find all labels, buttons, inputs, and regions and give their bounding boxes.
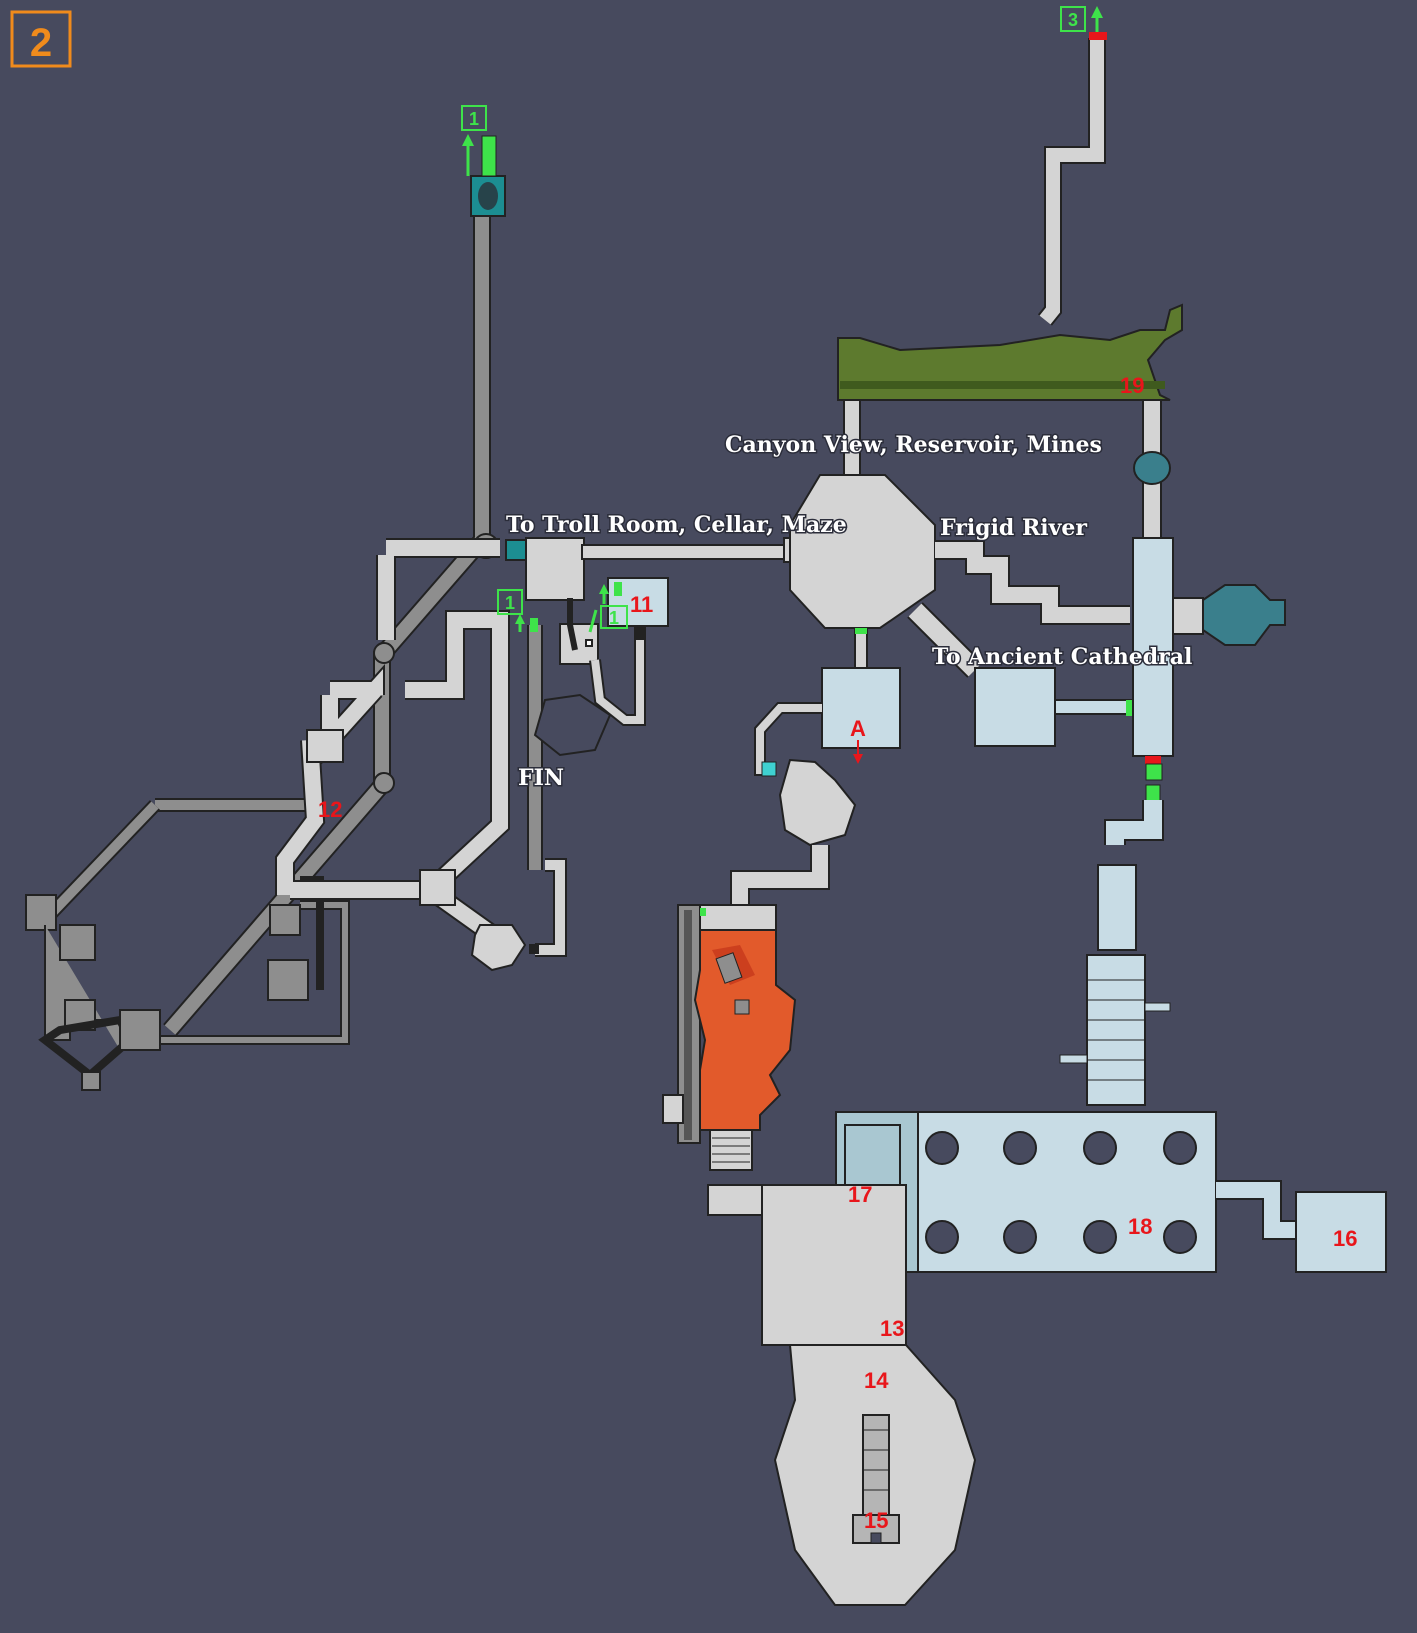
octagon-hub [789, 390, 1130, 678]
room-12-label: 12 [318, 797, 342, 822]
room-a: A [754, 667, 901, 777]
label-fin: FIN [518, 765, 564, 791]
exit-mid-number: 1 [505, 593, 515, 613]
level-number: 2 [30, 21, 52, 65]
room-19-label: 19 [1120, 373, 1144, 398]
cave-passage [730, 758, 857, 910]
room-14-label: 14 [864, 1368, 889, 1393]
room-15-label: 15 [864, 1508, 888, 1533]
north-east-tunnel [1037, 6, 1107, 326]
room-18-label: 18 [1128, 1214, 1152, 1239]
exit-marker-mid: 1 [497, 589, 538, 632]
label-ancient-cathedral: To Ancient Cathedral [932, 644, 1192, 670]
area-a-label: A [850, 716, 866, 741]
room-17-label: 17 [848, 1182, 872, 1207]
room-11-label: 11 [630, 592, 653, 617]
label-frigid-river: Frigid River [940, 515, 1087, 541]
lava-chamber [662, 904, 797, 1171]
room-13-label: 13 [880, 1316, 904, 1341]
exit-marker-top-right: 3 [1060, 6, 1086, 32]
label-troll-room: To Troll Room, Cellar, Maze [506, 512, 847, 538]
west-rooms [25, 533, 499, 1091]
ice-column [1132, 399, 1286, 802]
south-stone-rooms [707, 1184, 977, 1606]
north-exit-column [462, 134, 506, 217]
cathedral-approach [974, 667, 1134, 747]
pillared-hall [835, 1111, 1387, 1273]
level-badge: 2 [10, 10, 72, 68]
south-stair-hall [1059, 800, 1171, 1106]
exit-mid-small-number: 1 [609, 608, 619, 628]
grass-cliff [837, 303, 1183, 401]
exit-top-left-number: 1 [469, 109, 479, 129]
west-stone-rooms [306, 729, 539, 972]
room-16-label: 16 [1333, 1226, 1357, 1251]
label-canyon-view: Canyon View, Reservoir, Mines [725, 432, 1102, 458]
west-stone-passages [275, 538, 567, 957]
exit-marker-top-left: 1 [461, 105, 487, 131]
exit-marker-mid-small: 1 [588, 582, 628, 633]
exit-top-right-number: 3 [1068, 10, 1078, 30]
east-passage [581, 537, 815, 563]
